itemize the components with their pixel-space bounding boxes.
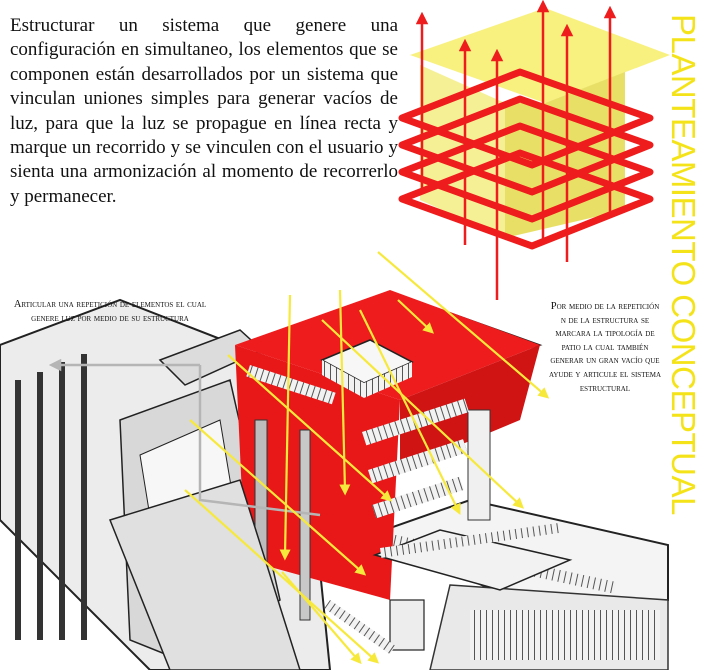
light-arrow xyxy=(397,299,435,334)
light-arrows xyxy=(184,251,550,665)
light-arrow xyxy=(227,354,393,502)
terrace-rail xyxy=(379,522,560,558)
bottom-slab xyxy=(109,479,301,670)
frame-2 xyxy=(398,95,654,196)
light-arrow xyxy=(184,489,380,664)
left-block-slats xyxy=(15,354,87,640)
skylight-front xyxy=(364,362,412,398)
frame-3 xyxy=(398,122,654,223)
red-block-right xyxy=(400,345,540,470)
red-block-pillar xyxy=(467,409,491,521)
light-arrow xyxy=(321,319,525,509)
bottom-rail xyxy=(324,599,396,655)
stair-tower xyxy=(389,599,425,651)
left-pointer-line xyxy=(198,365,321,517)
light-arrow xyxy=(338,289,351,496)
light-arrow xyxy=(279,294,292,561)
light-rays xyxy=(415,0,617,300)
window-strip xyxy=(246,365,336,405)
light-arrow xyxy=(359,309,461,515)
light-arrow xyxy=(281,571,362,665)
light-concept-diagram xyxy=(398,0,670,300)
light-volume-top xyxy=(410,8,670,103)
annotation-pointers xyxy=(48,358,321,517)
red-block-left xyxy=(235,345,400,600)
window-strip xyxy=(368,439,468,484)
stacked-frames xyxy=(398,68,654,250)
light-arrow xyxy=(377,251,550,399)
right-lower-windows xyxy=(470,610,660,660)
window-strip xyxy=(372,476,464,519)
annotation-left: Articular una repetición de elementos el… xyxy=(13,299,207,324)
annotation-right: Por medio de la repetición n de la estru… xyxy=(548,301,662,394)
building-render xyxy=(0,290,669,670)
red-block-roof xyxy=(235,290,540,400)
frame-4 xyxy=(398,149,654,250)
vertical-title: PLANTEAMIENTO CONCEPTUAL xyxy=(665,14,702,515)
intro-paragraph: Estructurar un sistema que genere una co… xyxy=(10,15,398,207)
frame-1 xyxy=(398,68,654,169)
light-arrow xyxy=(189,419,367,576)
